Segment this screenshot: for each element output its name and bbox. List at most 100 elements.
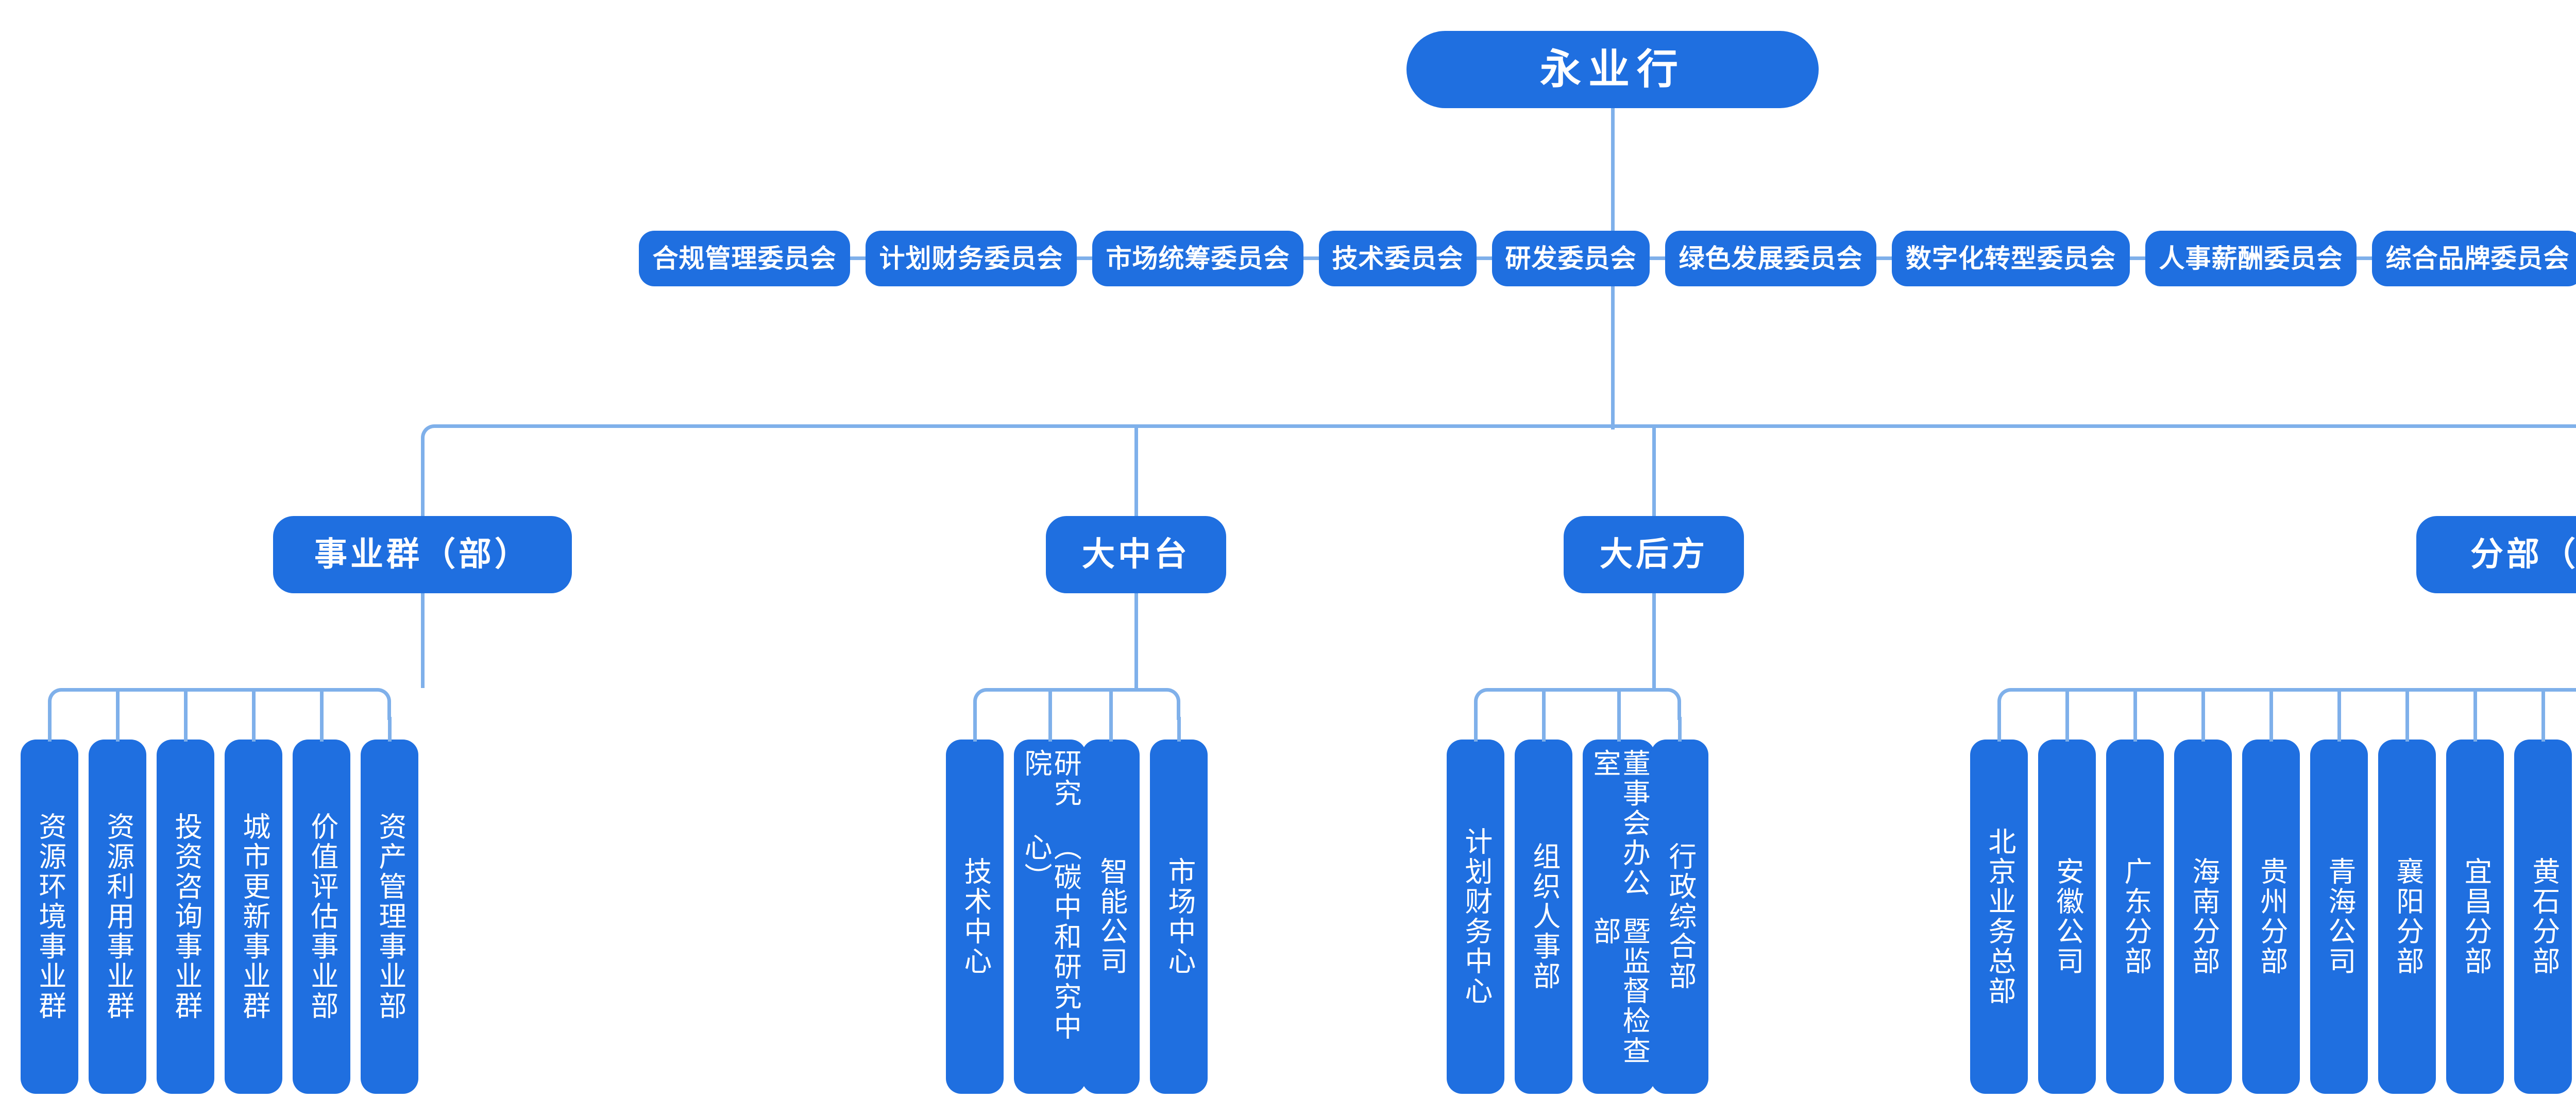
connector-leaf-stem [973, 717, 977, 742]
connector-committee-link-2 [1077, 256, 1092, 260]
connector-leaf-stem [2133, 717, 2137, 742]
connector-committee-link-6 [1876, 256, 1892, 260]
connector-leaf-drop [116, 688, 120, 717]
leaf-node[interactable]: 海南分部 [2174, 740, 2232, 1094]
leaf-node[interactable]: 价值评估事业部 [293, 740, 350, 1094]
leaf-node[interactable]: 资源利用事业群 [89, 740, 146, 1094]
connector-header-drop-2 [1134, 593, 1138, 688]
connector-leafbus-left-corner [1474, 688, 1490, 720]
connector-leaf-stem [2201, 717, 2205, 742]
connector-committee-link-8 [2357, 256, 2372, 260]
connector-header-drop-1 [421, 593, 425, 688]
leaf-node[interactable]: 北京业务总部 [1970, 740, 2028, 1094]
connector-leaf-drop [1542, 688, 1546, 717]
division-header-2[interactable]: 大中台 [1046, 516, 1226, 593]
leaf-node[interactable]: 城市更新事业群 [225, 740, 282, 1094]
leaf-node[interactable]: 智能公司 [1082, 740, 1140, 1094]
connector-leaf-drop [1048, 688, 1052, 717]
leaf-node[interactable]: 襄阳分部 [2378, 740, 2436, 1094]
connector-leafbus-left-corner [973, 688, 990, 720]
committee-5[interactable]: 研发委员会 [1492, 231, 1650, 286]
connector-leaf-stem [1048, 717, 1052, 742]
connector-leaf-drop [2201, 688, 2205, 717]
connector-leaf-drop [2065, 688, 2069, 717]
committee-8[interactable]: 人事薪酬委员会 [2145, 231, 2357, 286]
connector-leafbus-left-corner [48, 688, 64, 720]
connector-committee-link-7 [2130, 256, 2145, 260]
connector-root-stem [1611, 108, 1615, 231]
connector-committee-link-4 [1477, 256, 1492, 260]
committee-6[interactable]: 绿色发展委员会 [1665, 231, 1876, 286]
connector-leafbus-left-corner [1997, 688, 2014, 720]
leaf-node[interactable]: 投资咨询事业群 [157, 740, 214, 1094]
connector-division-bus [436, 424, 2576, 428]
connector-leaf-stem [1474, 717, 1478, 742]
leaf-node[interactable]: （碳中和研究中心） 研究院 [1014, 740, 1086, 1094]
connector-leaf-stem [1997, 717, 2001, 742]
leaf-label-primary: 研究院 [1020, 749, 1081, 809]
connector-leaf-stem [1177, 717, 1181, 742]
division-header-3[interactable]: 大后方 [1564, 516, 1744, 593]
connector-leafbus-2 [988, 688, 1165, 692]
root-node[interactable]: 永业行 [1406, 31, 1819, 108]
leaf-node[interactable]: 市场中心 [1150, 740, 1208, 1094]
connector-leafbus-4 [2012, 688, 2576, 692]
leaf-label-secondary: 暨监督检查部 [1589, 917, 1650, 1066]
leaf-node[interactable]: 宜昌分部 [2446, 740, 2504, 1094]
connector-leaf-drop [2269, 688, 2273, 717]
leaf-node[interactable]: 贵州分部 [2242, 740, 2300, 1094]
leaf-label-primary: 董事会办公室 [1589, 749, 1650, 898]
connector-leafbus-right-corner [1665, 688, 1681, 720]
connector-division-stem-2 [1134, 424, 1138, 516]
connector-leaf-stem [2473, 717, 2477, 742]
leaf-node[interactable]: 资产管理事业部 [361, 740, 418, 1094]
connector-leaf-drop [184, 688, 188, 717]
connector-leaf-stem [252, 717, 256, 742]
committee-4[interactable]: 技术委员会 [1319, 231, 1477, 286]
connector-leaf-stem [2337, 717, 2341, 742]
connector-leaf-stem [2405, 717, 2409, 742]
connector-leafbus-right-corner [375, 688, 391, 720]
connector-committee-trunk [1611, 286, 1615, 429]
leaf-node[interactable]: 计划财务中心 [1447, 740, 1504, 1094]
leaf-label-secondary: （碳中和研究中心） [1020, 833, 1081, 1042]
leaf-node[interactable]: 资源环境事业群 [21, 740, 78, 1094]
leaf-node[interactable]: 安徽公司 [2038, 740, 2096, 1094]
connector-leafbus-right-corner [1164, 688, 1180, 720]
division-header-4[interactable]: 分部（分公司） [2416, 516, 2576, 593]
connector-committee-link-1 [850, 256, 866, 260]
connector-leaf-drop [252, 688, 256, 717]
connector-committee-link-5 [1650, 256, 1665, 260]
committee-9[interactable]: 综合品牌委员会 [2372, 231, 2576, 286]
connector-leaf-stem [388, 717, 392, 742]
leaf-node[interactable]: 暨监督检查部董事会办公室 [1583, 740, 1655, 1094]
leaf-node[interactable]: 技术中心 [946, 740, 1004, 1094]
connector-leafbus-3 [1489, 688, 1666, 692]
connector-leaf-stem [116, 717, 120, 742]
connector-leaf-stem [1542, 717, 1546, 742]
connector-leaf-stem [2269, 717, 2273, 742]
connector-divbus-left-corner [421, 424, 437, 445]
committee-3[interactable]: 市场统筹委员会 [1092, 231, 1303, 286]
committee-1[interactable]: 合规管理委员会 [639, 231, 850, 286]
connector-leaf-drop [1109, 688, 1113, 717]
connector-committee-link-3 [1303, 256, 1319, 260]
connector-leaf-drop [2337, 688, 2341, 717]
connector-leaf-stem [1678, 717, 1682, 742]
connector-leaf-drop [320, 688, 324, 717]
committee-7[interactable]: 数字化转型委员会 [1892, 231, 2130, 286]
connector-leaf-stem [2541, 717, 2545, 742]
leaf-node[interactable]: 行政综合部 [1651, 740, 1708, 1094]
connector-leaf-drop [2133, 688, 2137, 717]
connector-leaf-drop [2473, 688, 2477, 717]
committee-2[interactable]: 计划财务委员会 [866, 231, 1077, 286]
division-header-1[interactable]: 事业群（部） [273, 516, 572, 593]
leaf-node[interactable]: 青海公司 [2310, 740, 2368, 1094]
leaf-node[interactable]: 黄石分部 [2514, 740, 2572, 1094]
connector-leafbus-1 [63, 688, 376, 692]
connector-leaf-stem [48, 717, 52, 742]
leaf-node[interactable]: 组织人事部 [1515, 740, 1572, 1094]
connector-leaf-stem [320, 717, 324, 742]
leaf-node[interactable]: 广东分部 [2106, 740, 2164, 1094]
